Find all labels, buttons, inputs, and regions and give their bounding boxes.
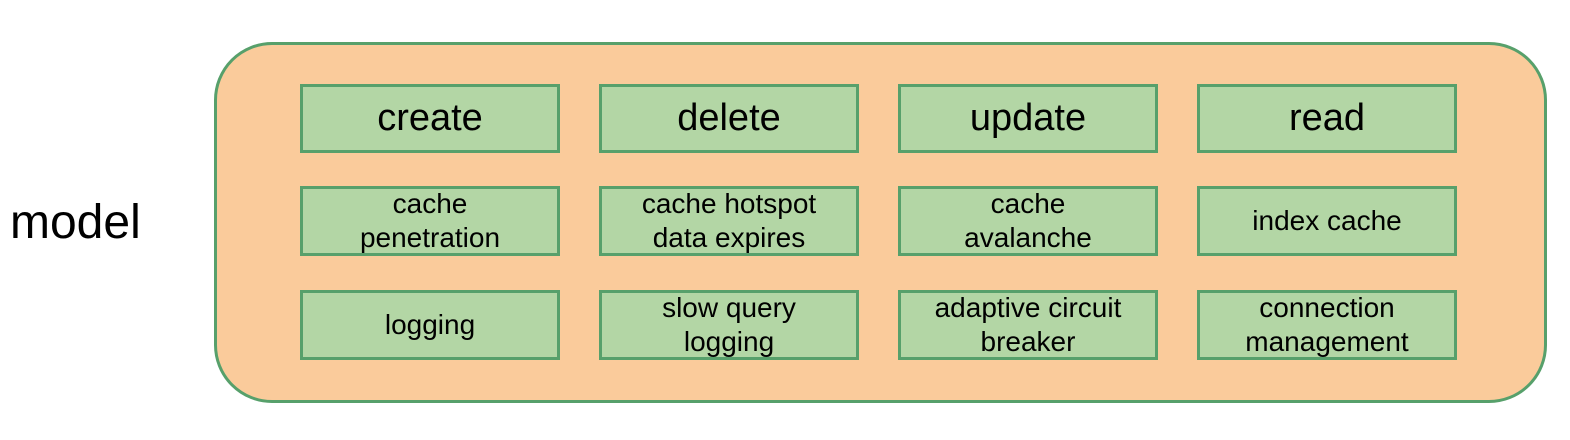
model-container: create delete update read cache penetrat… [214,42,1547,403]
node-index-cache: index cache [1197,186,1457,256]
node-connection-management: connection management [1197,290,1457,360]
node-delete: delete [599,84,859,153]
node-cache-hotspot-data-expires: cache hotspot data expires [599,186,859,256]
node-create: create [300,84,560,153]
node-update: update [898,84,1158,153]
node-read: read [1197,84,1457,153]
node-cache-penetration: cache penetration [300,186,560,256]
model-label: model [10,196,141,249]
node-cache-avalanche: cache avalanche [898,186,1158,256]
node-adaptive-circuit-breaker: adaptive circuit breaker [898,290,1158,360]
node-slow-query-logging: slow query logging [599,290,859,360]
node-logging: logging [300,290,560,360]
